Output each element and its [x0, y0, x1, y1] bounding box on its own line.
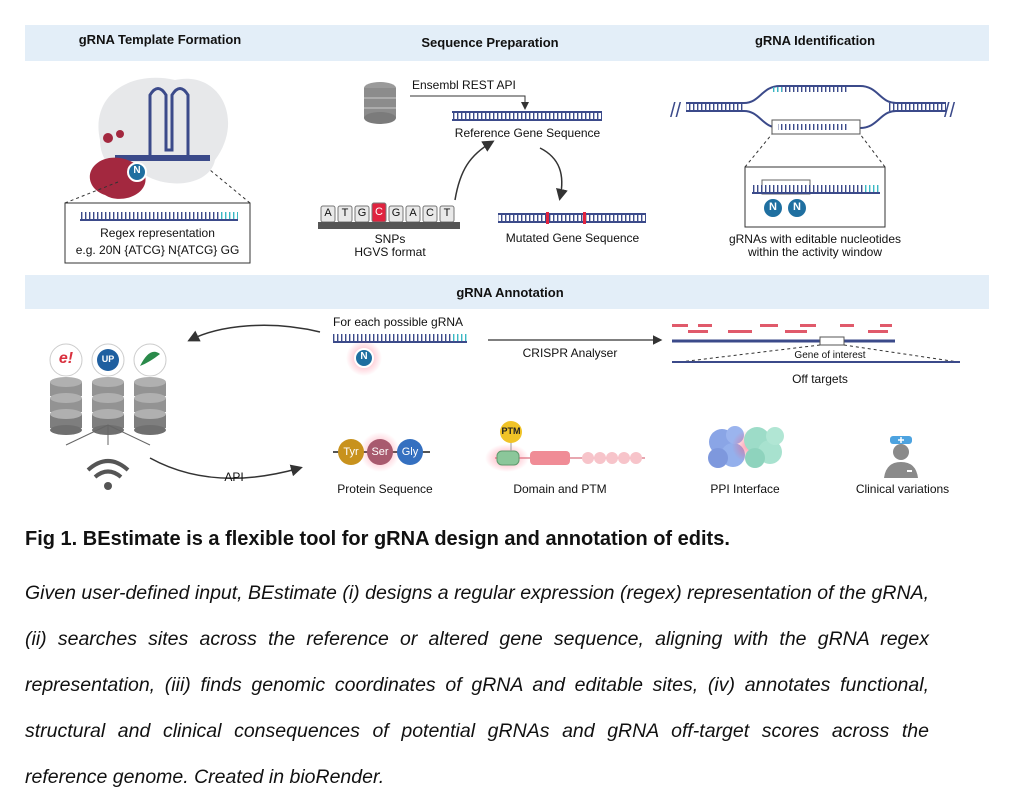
n-nucleotide-icon	[786, 197, 808, 219]
domain-ptm-illustration	[485, 421, 645, 472]
annotation-n-badge: N	[360, 351, 368, 362]
regex-example: e.g. 20N {ATCG} N{ATCG} GG	[75, 243, 240, 257]
snp-letter: A	[324, 207, 332, 219]
database-logo-text: e!	[58, 350, 74, 367]
database-disk-top	[50, 377, 82, 387]
ppi-interface-label: PPI Interface	[710, 482, 780, 496]
template-illustration	[64, 77, 251, 264]
amino-acid-chain	[333, 432, 430, 472]
ptm-badge-icon	[500, 421, 522, 443]
mutated-sequence-label: Mutated Gene Sequence	[505, 231, 640, 245]
domain-ptm-label: Domain and PTM	[513, 482, 607, 496]
snp-letter: G	[357, 207, 367, 219]
amino-acid-tyr: Tyr	[343, 446, 359, 458]
each-grna-label: For each possible gRNA	[333, 315, 464, 329]
uniprot-logo-icon	[97, 349, 119, 371]
ensembl-api-label: Ensembl REST API	[412, 78, 516, 92]
clinical-variations-label: Clinical variations	[855, 482, 950, 496]
snp-letter: G	[391, 207, 401, 219]
grna-strand-annotation	[333, 334, 467, 376]
api-label: API	[224, 470, 244, 484]
database-swoosh-icon	[140, 351, 160, 366]
database-disk-top	[50, 409, 82, 419]
wifi-icon	[86, 459, 130, 490]
amino-acid-ser: Ser	[371, 446, 389, 458]
off-targets-label: Off targets	[792, 372, 848, 386]
database-stack-icons	[49, 343, 167, 435]
snps-label: SNPs	[374, 232, 406, 246]
database-disk-top	[134, 377, 166, 387]
crispr-analyser-label: CRISPR Analyser	[522, 346, 618, 360]
database-icon	[364, 82, 396, 124]
snp-letter: T	[443, 207, 451, 219]
protein-sequence-label: Protein Sequence	[337, 482, 433, 496]
n-nucleotide-icon	[127, 162, 147, 182]
database-disk-top	[92, 393, 124, 403]
database-logo-text: UP	[101, 354, 115, 364]
database-disk-top	[134, 409, 166, 419]
n-nucleotide-icon	[762, 197, 784, 219]
figure-caption-title: Fig 1. BEstimate is a flexible tool for …	[25, 528, 730, 550]
gene-of-interest-label: Gene of interest	[794, 350, 866, 361]
database-disk-top	[92, 377, 124, 387]
off-target-illustration	[672, 324, 960, 363]
n-badge-label: N	[133, 165, 141, 176]
database-disk-top	[92, 409, 124, 419]
identification-n-badge: N	[793, 201, 801, 213]
clinician-icon	[884, 436, 918, 478]
identification-caption-line1: gRNAs with editable nucleotides	[728, 232, 902, 246]
snp-letter: T	[341, 207, 349, 219]
identification-caption-line2: within the activity window	[747, 245, 883, 259]
svg-text://: //	[670, 100, 682, 122]
mutated-sequence-strand	[498, 214, 646, 222]
reference-sequence-label: Reference Gene Sequence	[454, 126, 601, 140]
ppi-protein-structure	[708, 426, 784, 468]
database-disk-base	[50, 425, 82, 435]
snp-letter: C	[375, 206, 383, 218]
figure-illustration: // //	[49, 77, 960, 490]
template-section-title: gRNA Template Formation	[78, 32, 242, 47]
hgvs-label: HGVS format	[354, 245, 426, 259]
ptm-badge-label: PTM	[501, 426, 521, 436]
snp-letter: C	[426, 207, 434, 219]
database-logo-icon	[49, 343, 83, 377]
database-disk-top	[50, 393, 82, 403]
identification-n-badge: N	[769, 201, 777, 213]
regex-label: Regex representation	[100, 226, 215, 240]
amino-acid-gly: Gly	[401, 446, 419, 458]
sequence-section-title: Sequence Preparation	[421, 35, 559, 50]
annotation-section-title: gRNA Annotation	[456, 285, 564, 300]
database-disk-base	[134, 425, 166, 435]
figure-caption-body: Given user-defined input, BEstimate (i) …	[25, 582, 929, 788]
snp-letter: A	[409, 207, 417, 219]
annotation-header-band	[25, 275, 989, 309]
dna-unwinding-illustration: // //	[670, 85, 956, 228]
reference-sequence-strand	[452, 112, 602, 120]
svg-text://: //	[944, 100, 956, 122]
database-disk-top	[134, 393, 166, 403]
top-header-band	[25, 25, 989, 61]
identification-section-title: gRNA Identification	[754, 33, 876, 48]
